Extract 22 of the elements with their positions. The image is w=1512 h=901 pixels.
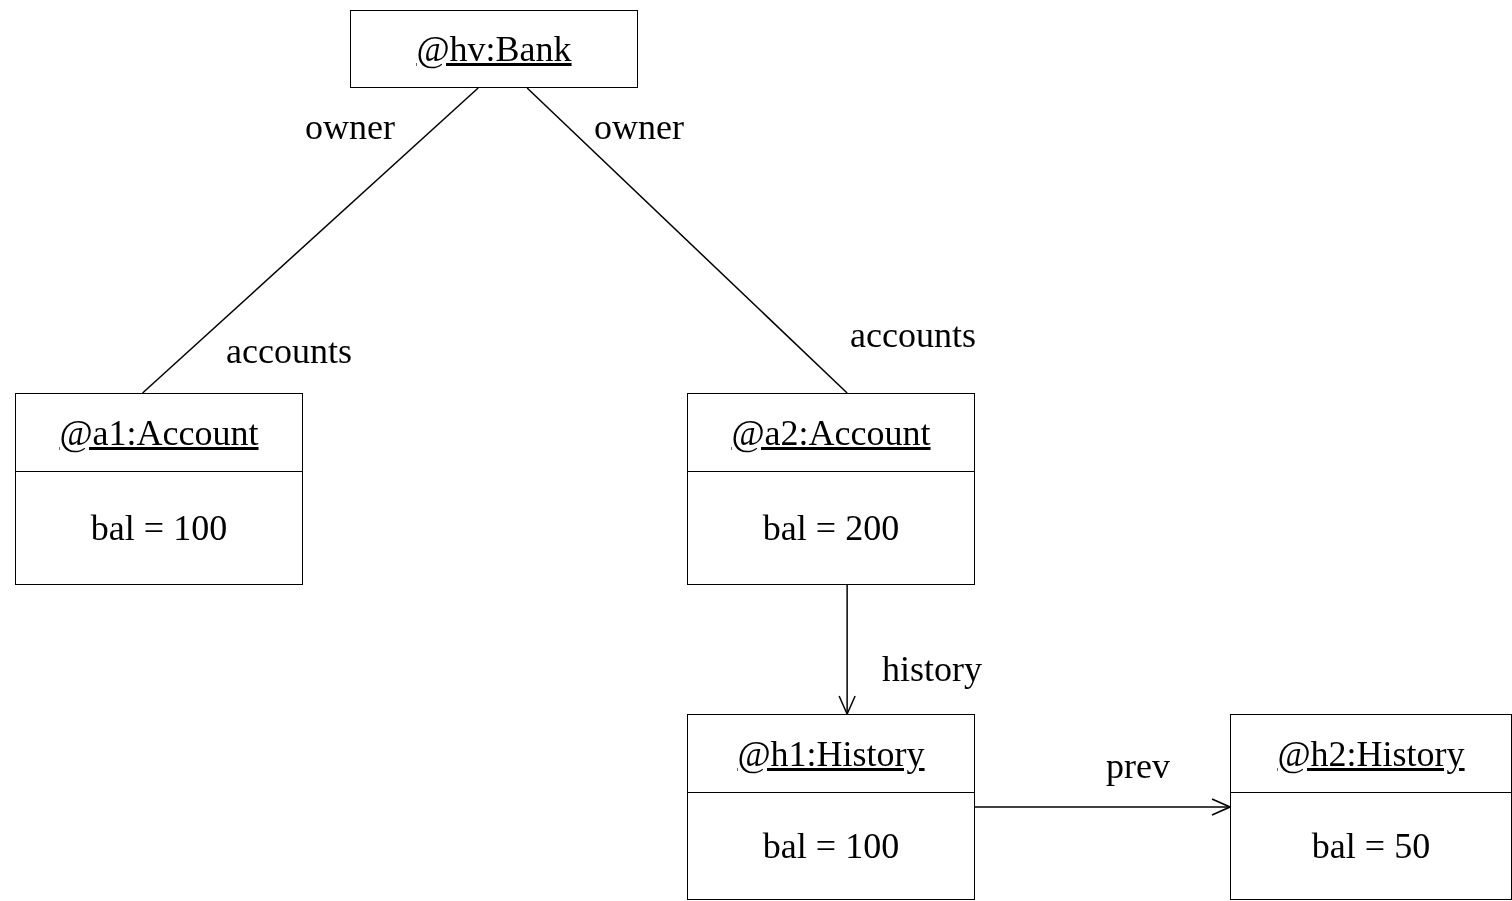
role-label: owner bbox=[305, 108, 395, 148]
role-label: accounts bbox=[226, 332, 352, 372]
object-box bbox=[687, 714, 975, 900]
attribute-text: bal = 100 bbox=[90, 507, 228, 549]
object-name: @a2:Account bbox=[731, 411, 931, 454]
object-name: @h1:History bbox=[737, 732, 925, 775]
arrow bbox=[974, 798, 1231, 816]
object-box bbox=[1230, 714, 1512, 900]
attribute-text: bal = 100 bbox=[762, 825, 900, 867]
object-name: @h2:History bbox=[1277, 732, 1465, 775]
object-box bbox=[15, 393, 303, 585]
object-box bbox=[350, 10, 638, 88]
association-line bbox=[141, 87, 479, 394]
attribute-text: bal = 50 bbox=[1311, 825, 1431, 867]
arrow bbox=[838, 584, 856, 715]
object-name: @hv:Bank bbox=[416, 27, 572, 70]
attribute-text: bal = 200 bbox=[762, 507, 900, 549]
association-line bbox=[526, 87, 848, 394]
object-name: @a1:Account bbox=[59, 411, 259, 454]
role-label: owner bbox=[594, 108, 684, 148]
role-label: accounts bbox=[850, 316, 976, 356]
object-box bbox=[687, 393, 975, 585]
